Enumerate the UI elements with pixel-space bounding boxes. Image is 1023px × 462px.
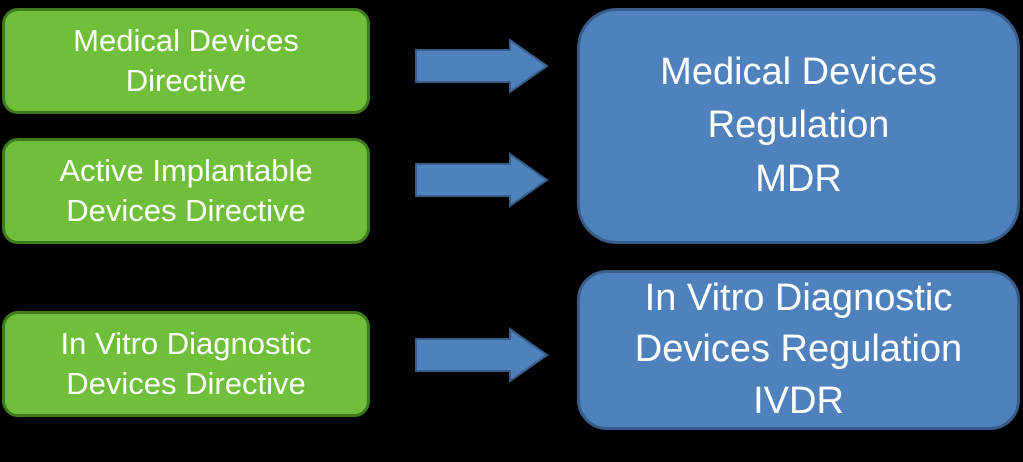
box-label-line-1: In Vitro Diagnostic [644,277,953,320]
box-label-line-1: Active Implantable [59,152,313,188]
active-implantable-devices-directive-box: Active Implantable Devices Directive [2,138,370,244]
in-vitro-diagnostic-devices-regulation-box: In Vitro Diagnostic Devices Regulation I… [577,270,1020,430]
box-label-line-2: Devices Regulation [634,328,963,371]
medical-devices-regulation-box: Medical Devices Regulation MDR [577,8,1020,244]
box-label-line-2: Regulation [707,104,890,147]
box-label-line-1: In Vitro Diagnostic [60,325,312,361]
medical-devices-directive-box: Medical Devices Directive [2,8,370,114]
box-label-line-3: MDR [755,157,842,200]
in-vitro-diagnostic-devices-directive-box: In Vitro Diagnostic Devices Directive [2,311,370,417]
box-label-line-1: Medical Devices [73,22,299,58]
right-arrow-icon [415,152,549,208]
right-arrow-icon [415,327,549,383]
box-label-line-1: Medical Devices [660,51,937,94]
box-label-line-2: Directive [125,63,247,98]
box-label-line-3: IVDR [753,379,844,422]
box-label-line-2: Devices Directive [66,193,306,228]
box-label-line-2: Devices Directive [66,366,306,401]
right-arrow-icon [415,38,549,94]
